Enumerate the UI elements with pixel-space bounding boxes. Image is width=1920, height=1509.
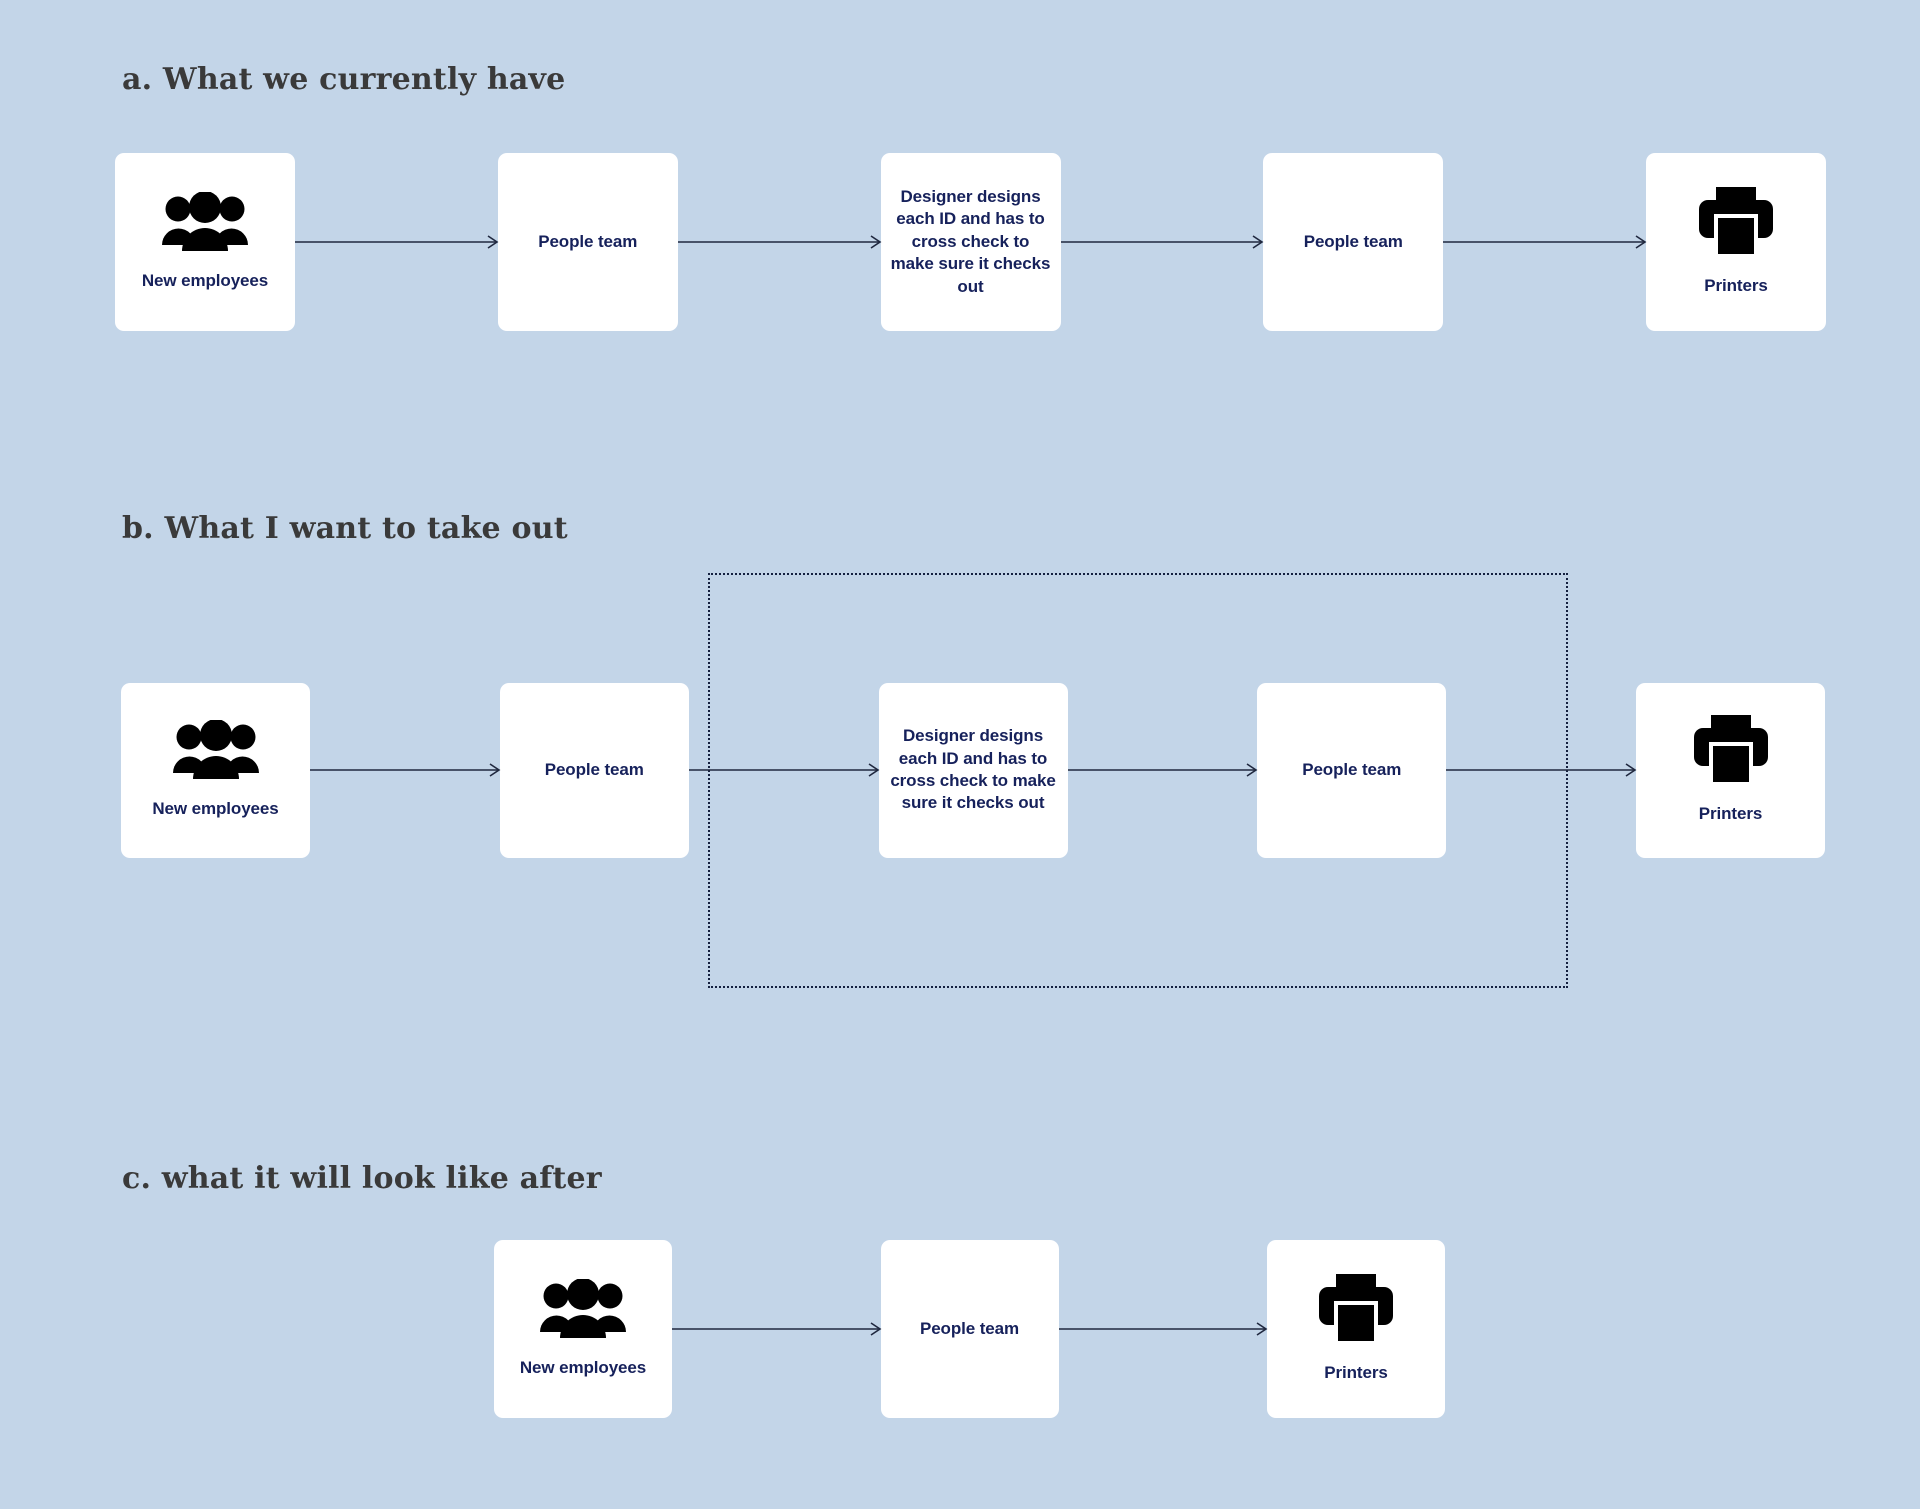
node-people-team[interactable]: People team — [499, 682, 689, 858]
arrow-a-4 — [1443, 234, 1647, 250]
arrow-c-1 — [672, 1321, 881, 1337]
node-label: People team — [1303, 231, 1403, 251]
node-label: New employees — [519, 1357, 647, 1377]
node-people-team[interactable]: People team — [1263, 153, 1444, 331]
node-label: Designer designs each ID and has to cros… — [890, 726, 1056, 813]
node-new-employees[interactable]: New employees — [494, 1240, 672, 1418]
node-label: Designer designs each ID and has to cros… — [890, 186, 1051, 296]
printer-icon — [1317, 1273, 1395, 1345]
node-label: Printers — [1324, 1362, 1388, 1382]
node-label: People team — [538, 231, 638, 251]
node-designer-designs[interactable]: Designer designs each ID and has to cros… — [880, 153, 1061, 331]
flow-row-a: New employees People team Design — [0, 153, 1920, 331]
section-b-heading: b. What I want to take out — [122, 511, 568, 546]
flow-row-c: New employees People team — [0, 1240, 1920, 1418]
printer-icon — [1692, 714, 1770, 786]
node-label: New employees — [152, 798, 279, 818]
node-printers[interactable]: Printers — [1636, 682, 1825, 858]
node-printers[interactable]: Printers — [1646, 153, 1826, 331]
node-designer-designs[interactable]: Designer designs each ID and has to cros… — [878, 682, 1068, 858]
arrow-a-2 — [678, 234, 881, 250]
section-c-heading: c. what it will look like after — [122, 1161, 602, 1196]
arrow-b-4 — [1446, 762, 1637, 778]
arrow-b-2 — [689, 762, 879, 778]
arrow-b-3 — [1068, 762, 1258, 778]
arrow-c-2 — [1059, 1321, 1268, 1337]
people-group-icon — [162, 190, 248, 252]
printer-icon — [1697, 186, 1775, 258]
people-group-icon — [540, 1277, 626, 1339]
node-new-employees[interactable]: New employees — [115, 153, 295, 331]
node-printers[interactable]: Printers — [1267, 1240, 1445, 1418]
arrow-a-3 — [1061, 234, 1264, 250]
node-label: People team — [544, 759, 644, 779]
section-a-heading: a. What we currently have — [122, 62, 566, 97]
node-label: Printers — [1698, 803, 1763, 823]
arrow-b-1 — [310, 762, 501, 778]
node-label: Printers — [1704, 275, 1768, 295]
node-new-employees[interactable]: New employees — [121, 682, 310, 858]
flow-row-b: New employees People team Designer desig… — [0, 681, 1920, 859]
people-group-icon — [172, 718, 259, 780]
node-label: People team — [1302, 759, 1402, 779]
node-people-team[interactable]: People team — [497, 153, 678, 331]
node-label: People team — [919, 1318, 1020, 1338]
node-people-team[interactable]: People team — [1257, 682, 1447, 858]
node-label: New employees — [141, 270, 269, 290]
node-people-team[interactable]: People team — [880, 1240, 1059, 1418]
arrow-a-1 — [295, 234, 499, 250]
